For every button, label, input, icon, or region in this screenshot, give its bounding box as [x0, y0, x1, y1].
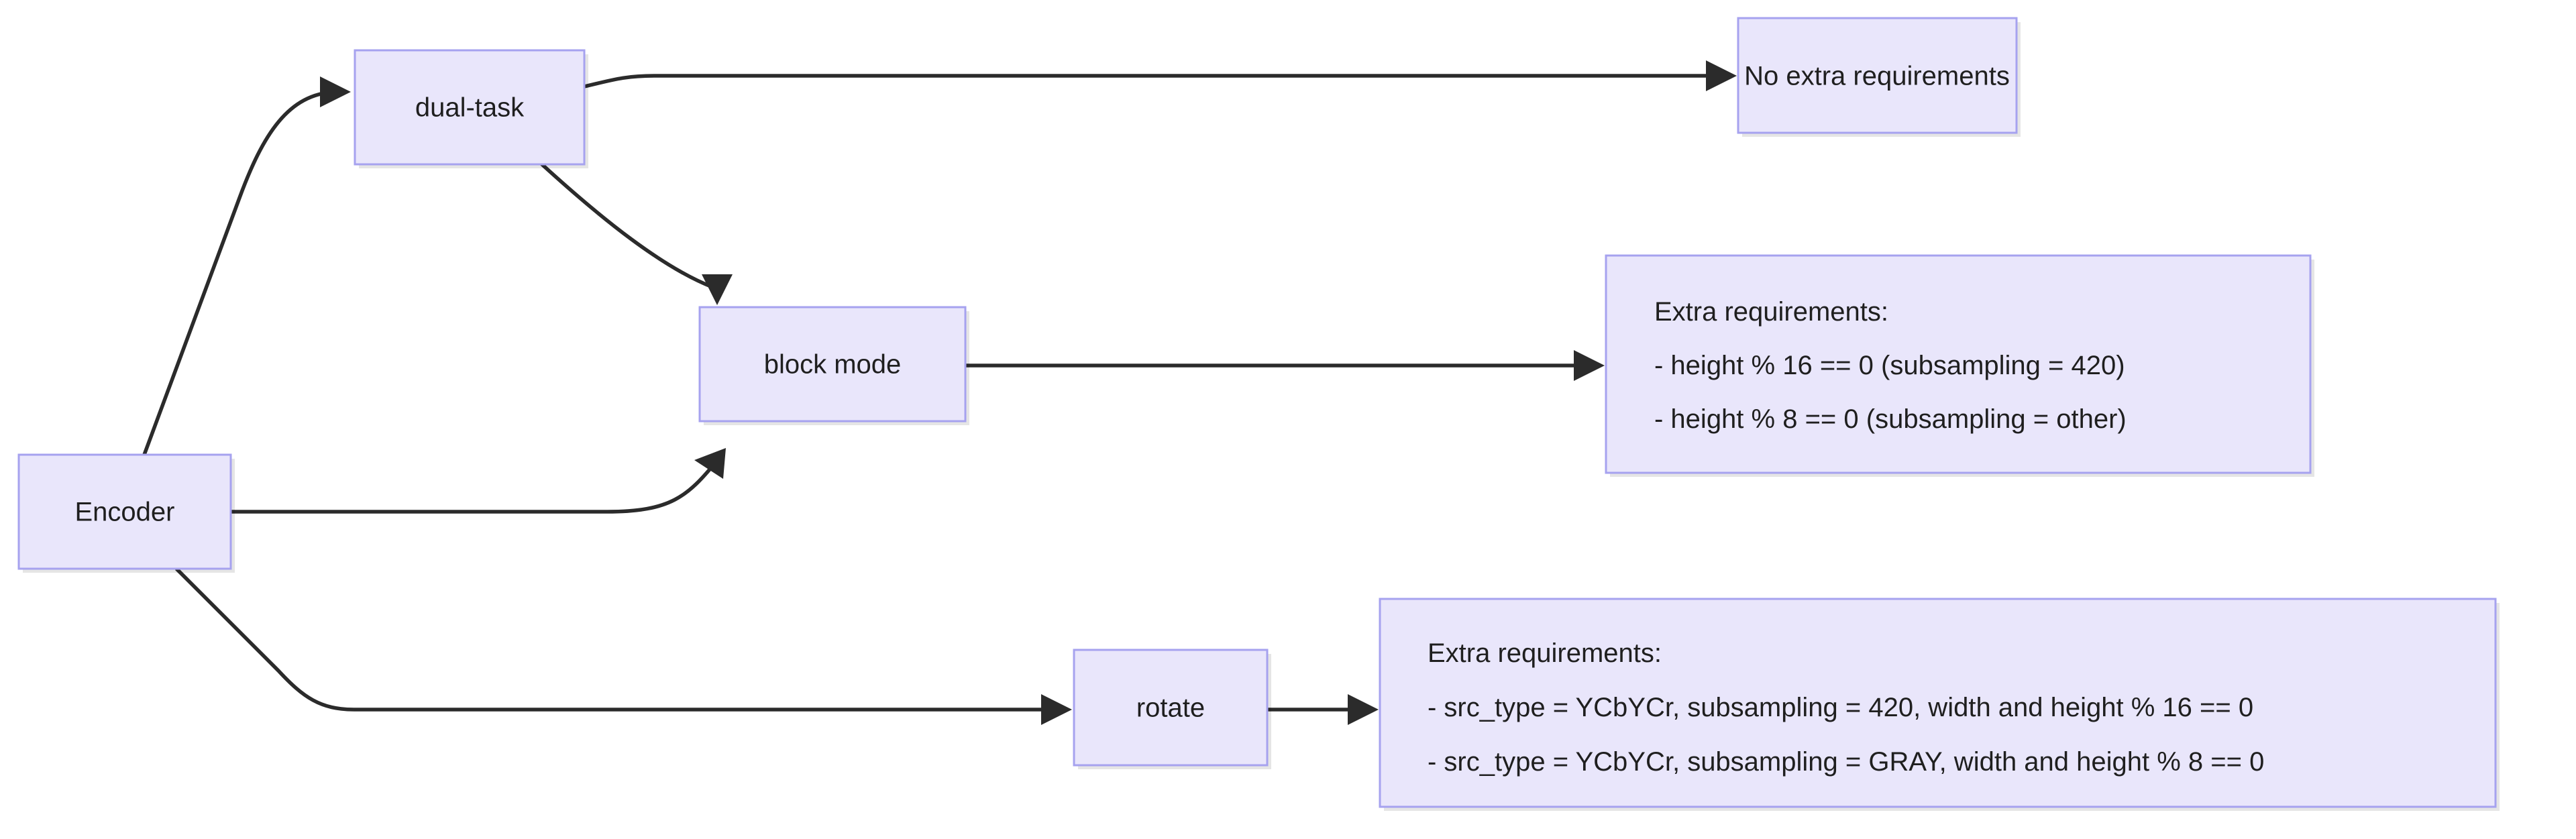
node-box [1605, 254, 2312, 474]
node-box [354, 49, 586, 166]
node-label-line-2: - src_type = YCbYCr, subsampling = 420, … [1428, 693, 2253, 722]
node-block-mode-requirements[interactable]: Extra requirements: - height % 16 == 0 (… [1605, 254, 2314, 477]
node-label-no-extra-requirements: No extra requirements [1744, 62, 2010, 91]
edge-path-encoder-dual-task [142, 90, 336, 455]
node-label-encoder: Encoder [75, 498, 175, 527]
edge-dual-task-to-block-mode[interactable] [534, 156, 733, 305]
arrowhead-icon [320, 76, 351, 107]
node-rotate-requirements[interactable]: Extra requirements: - src_type = YCbYCr,… [1379, 598, 2500, 811]
node-label-line-2: - height % 16 == 0 (subsampling = 420) [1654, 351, 2125, 380]
node-label-dual-task: dual-task [415, 93, 525, 123]
node-label-line-3: - height % 8 == 0 (subsampling = other) [1654, 404, 2127, 434]
node-label-line-3: - src_type = YCbYCr, subsampling = GRAY,… [1428, 747, 2264, 777]
arrowhead-icon [702, 274, 733, 305]
edge-path-encoder-rotate [175, 567, 1046, 712]
node-box [698, 306, 967, 423]
edge-encoder-to-block-mode[interactable] [231, 448, 726, 514]
edge-path-dual-task-block-mode [534, 156, 713, 289]
node-box [1379, 598, 2497, 808]
arrowhead-icon [1706, 60, 1737, 91]
arrowhead-icon [1574, 350, 1605, 381]
node-box [1073, 649, 1269, 767]
nodes-layer: Encoder dual-task block mode rotate [17, 17, 2500, 811]
node-rotate[interactable]: rotate [1073, 649, 1271, 769]
node-no-extra-requirements[interactable]: No extra requirements [1737, 17, 2021, 137]
arrowhead-icon [1348, 694, 1379, 725]
node-label-block-mode: block mode [764, 350, 902, 380]
edges-layer [142, 60, 1737, 725]
edge-path-encoder-block-mode [231, 460, 718, 514]
node-label-rotate: rotate [1136, 693, 1205, 723]
node-box [1737, 17, 2018, 134]
edge-encoder-to-dual-task[interactable] [142, 76, 351, 455]
edge-rotate-to-requirements[interactable] [1268, 694, 1379, 725]
node-label-line-1: Extra requirements: [1428, 638, 1662, 668]
arrowhead-icon [694, 448, 726, 479]
edge-path-dual-task-no-extra [584, 74, 1712, 89]
node-block-mode[interactable]: block mode [698, 306, 969, 425]
node-encoder[interactable]: Encoder [17, 453, 235, 573]
arrowhead-icon [1041, 694, 1072, 725]
node-box [17, 453, 232, 570]
edge-dual-task-to-no-extra[interactable] [584, 60, 1737, 91]
node-dual-task[interactable]: dual-task [354, 49, 588, 168]
edge-block-mode-to-requirements[interactable] [966, 350, 1605, 381]
node-label-line-1: Extra requirements: [1654, 297, 1888, 327]
edge-encoder-to-rotate[interactable] [175, 567, 1072, 725]
